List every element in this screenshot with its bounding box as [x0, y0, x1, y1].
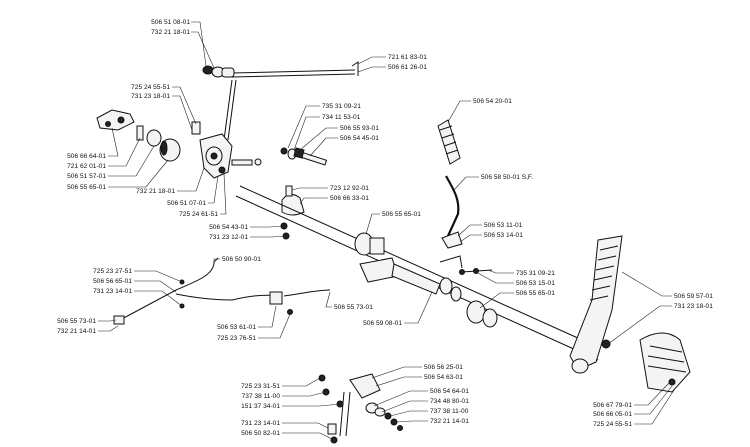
part-number-label: 506 54 20-01 [473, 98, 512, 105]
part-number-label: 723 12 92-01 [330, 185, 369, 192]
part-number-label: 506 50 82-01 [241, 430, 280, 437]
part-number-label: 506 55 73-01 [334, 304, 373, 311]
center-clamp [280, 185, 305, 240]
part-number-label: 735 31 09-21 [516, 270, 555, 277]
lower-link-assembly [318, 373, 403, 444]
part-number-label: 732 21 14-01 [430, 418, 469, 425]
part-number-label: 506 54 45-01 [340, 135, 379, 142]
part-number-label: 506 66 33-01 [330, 195, 369, 202]
part-number-label: 734 11 53-01 [322, 114, 361, 121]
part-number-label: 725 24 55-51 [131, 84, 170, 91]
part-number-label: 506 53 14-01 [484, 232, 523, 239]
part-number-label: 731 23 18-01 [674, 303, 713, 310]
part-number-label: 506 53 61-01 [217, 324, 256, 331]
part-number-label: 506 51 08-01 [151, 19, 190, 26]
part-number-label: 725 24 55-51 [593, 421, 632, 428]
part-number-label: 721 61 83-01 [388, 54, 427, 61]
part-number-label: 506 55 65-01 [516, 290, 555, 297]
vertical-link [223, 79, 237, 141]
pedal-pad [639, 332, 691, 393]
part-number-label: 731 23 14-01 [93, 288, 132, 295]
part-number-label: 737 38 11-00 [242, 393, 281, 400]
part-number-label: 734 48 80-01 [430, 398, 469, 405]
part-number-label: 506 59 57-01 [674, 293, 713, 300]
part-number-label: 735 31 09-21 [322, 103, 361, 110]
part-number-label: 506 58 50-01 S,F. [481, 174, 533, 181]
part-number-label: 506 53 11-01 [484, 222, 523, 229]
part-number-label: 506 54 43-01 [209, 224, 248, 231]
right-bolt-set [459, 268, 493, 275]
part-number-label: 506 56 65-01 [93, 278, 132, 285]
part-number-label: 506 59 08-01 [363, 320, 402, 327]
part-number-label: 731 23 18-01 [131, 93, 170, 100]
part-number-label: 725 23 76-51 [217, 335, 256, 342]
upper-link-rod [202, 61, 359, 78]
part-number-label: 731 23 12-01 [209, 234, 248, 241]
leader-lines [98, 21, 675, 441]
part-number-label: 506 55 65-01 [67, 184, 106, 191]
part-number-label: 732 21 18-01 [151, 29, 190, 36]
part-number-label: 506 66 64-01 [67, 153, 106, 160]
upper-bolt-set [280, 147, 328, 166]
part-number-label: 737 38 11-00 [430, 408, 469, 415]
foot-pedal [569, 235, 623, 374]
part-number-label: 151 37 34-01 [241, 403, 280, 410]
throttle-cable [113, 257, 331, 325]
part-number-label: 506 55 65-01 [382, 211, 421, 218]
shift-lever [437, 119, 463, 269]
part-number-label: 506 54 63-01 [424, 374, 463, 381]
part-number-label: 506 51 07-01 [167, 200, 206, 207]
part-number-label: 732 21 14-01 [57, 328, 96, 335]
part-number-label: 732 21 18-01 [136, 188, 175, 195]
part-number-label: 506 55 73-01 [57, 318, 96, 325]
parts-drawing [96, 61, 691, 444]
part-number-label: 725 23 31-51 [241, 383, 280, 390]
part-number-label: 725 24 61-51 [179, 211, 218, 218]
part-number-label: 506 55 93-01 [340, 125, 379, 132]
part-number-label: 506 56 25-01 [424, 364, 463, 371]
part-number-label: 506 67 79-01 [593, 402, 632, 409]
pivot-bracket-assembly [96, 109, 262, 179]
part-number-label: 506 51 57-01 [67, 173, 106, 180]
part-number-label: 506 66 05-01 [593, 411, 632, 418]
part-number-label: 731 23 14-01 [241, 420, 280, 427]
part-number-label: 506 53 15-01 [516, 280, 555, 287]
part-number-label: 725 23 27-51 [93, 268, 132, 275]
part-number-label: 721 62 01-01 [67, 163, 106, 170]
main-cross-shaft [235, 185, 601, 361]
part-number-label: 506 61 26-01 [388, 64, 427, 71]
part-number-label: 506 50 90-01 [222, 256, 261, 263]
part-labels: 506 51 08-01 732 21 18-01 721 61 83-01 5… [57, 19, 713, 437]
part-number-label: 506 54 64-01 [430, 388, 469, 395]
